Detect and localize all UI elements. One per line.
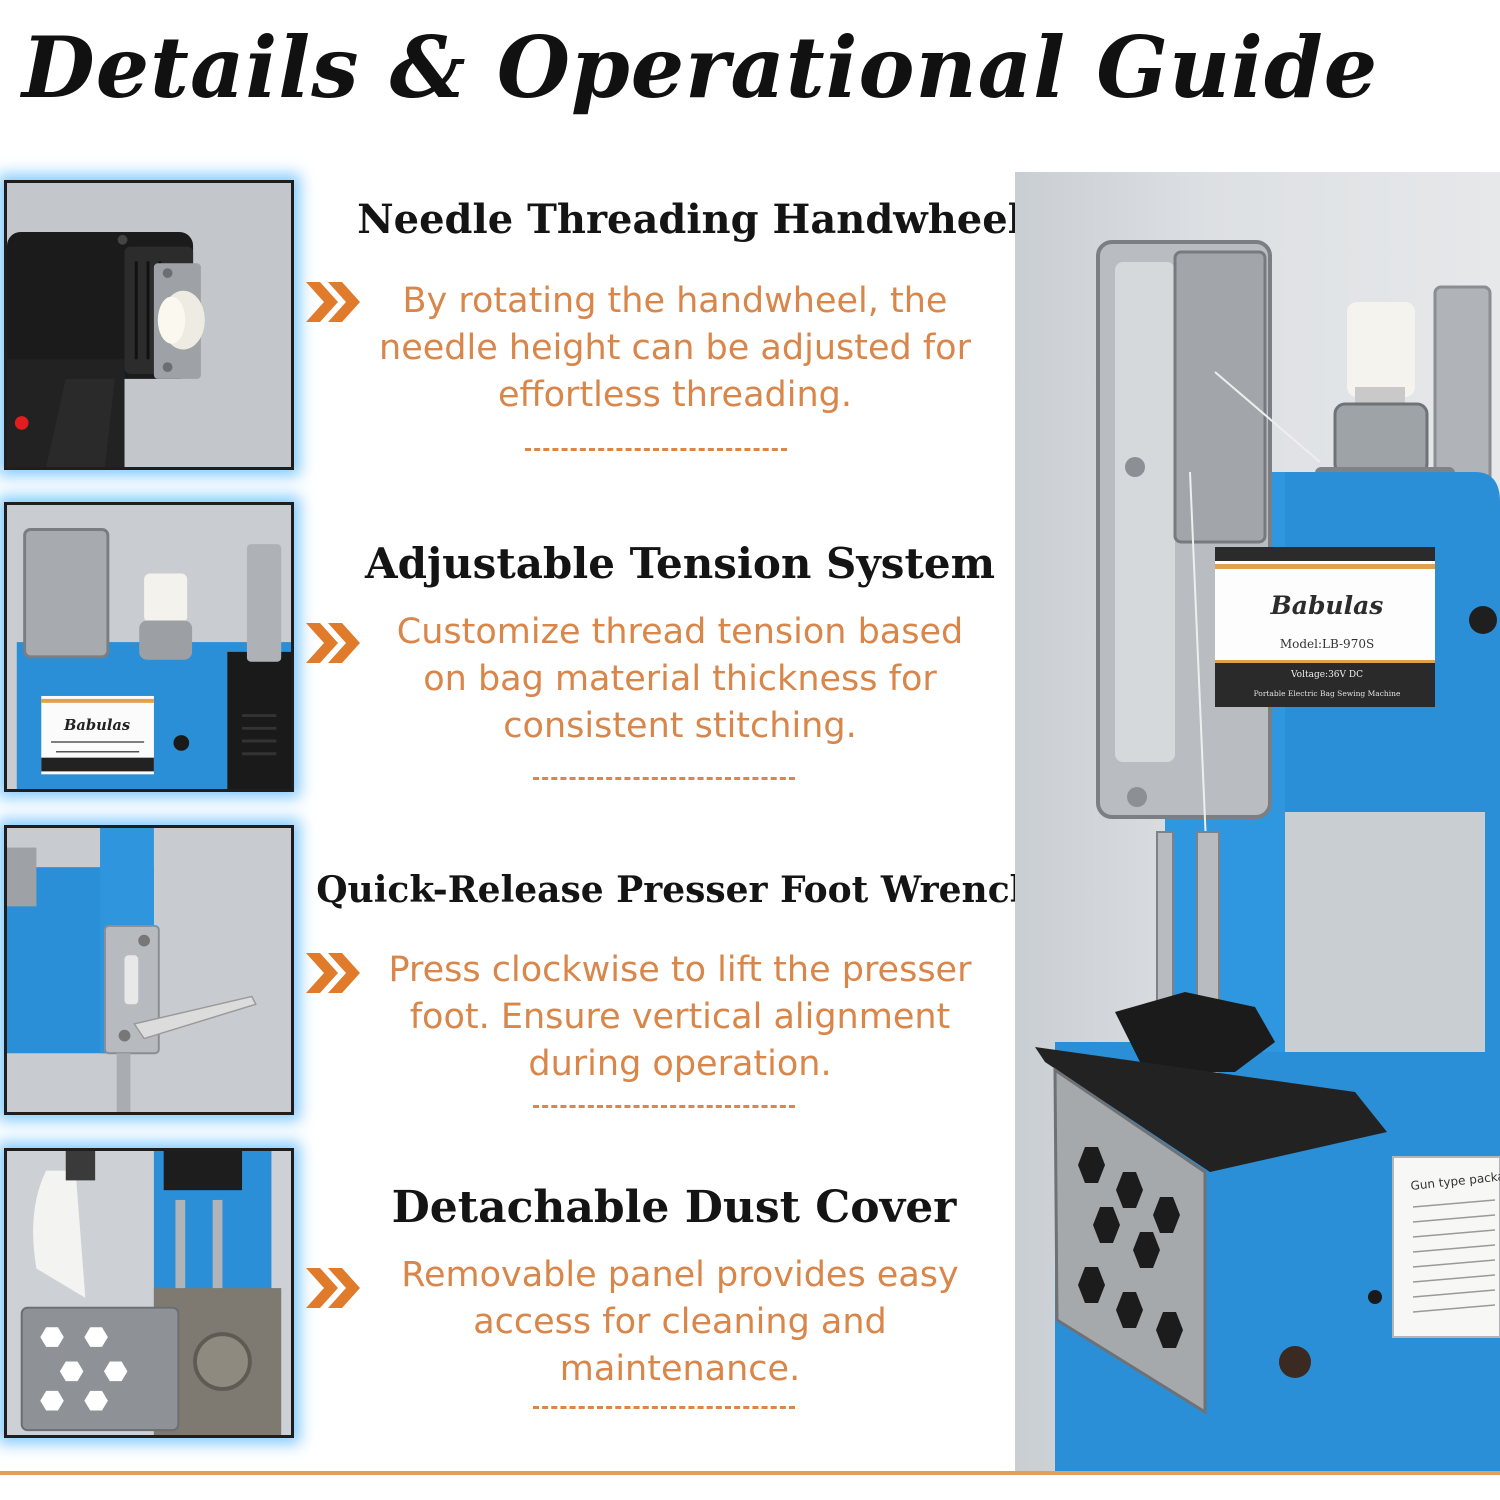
feature-title: Adjustable Tension System [364,539,996,588]
machine-model-label: Model:LB-970S [1280,637,1374,651]
feature-description: Press clockwise to lift the presser foot… [388,950,972,1084]
machine-voltage-label: Voltage:36V DC [1290,670,1363,680]
feature-title: Quick-Release Presser Foot Wrench [316,869,1036,911]
thumbnail-handwheel [4,180,294,470]
machine-brand-label: Babulas [1270,591,1384,620]
thumbnail-dust-cover [4,1148,294,1438]
tension-photo: Babulas [7,505,291,789]
machine-product-label: Portable Electric Bag Sewing Machine [1254,689,1401,698]
thumbnail-tension: Babulas [4,502,294,792]
divider [533,777,795,780]
chevron-double-right-icon [306,623,360,663]
chevron-double-right-icon [306,953,360,993]
feature-description: By rotating the handwheel, the needle he… [379,281,971,415]
page-title: Details & Operational Guide [21,18,1379,117]
feature-title: Needle Threading Handwheel [357,196,1023,243]
chevron-double-right-icon [306,1268,360,1308]
divider [525,448,787,451]
handwheel-photo [7,183,291,467]
dust-cover-photo [7,1151,291,1435]
bottom-border-line [0,1471,1500,1475]
svg-text:Babulas: Babulas [63,717,130,734]
divider [533,1105,795,1108]
divider [533,1406,795,1409]
thumbnail-wrench [4,825,294,1115]
chevron-double-right-icon [306,282,360,322]
hero-machine-photo: Babulas Model:LB-970S Voltage:36V DC Por… [1015,172,1500,1472]
sewing-machine-illustration: Babulas Model:LB-970S Voltage:36V DC Por… [1035,240,1500,1472]
feature-description: Customize thread tension based on bag ma… [396,612,964,746]
feature-description: Removable panel provides easy access for… [401,1255,959,1389]
feature-title: Detachable Dust Cover [391,1182,957,1233]
wrench-photo [7,828,291,1112]
